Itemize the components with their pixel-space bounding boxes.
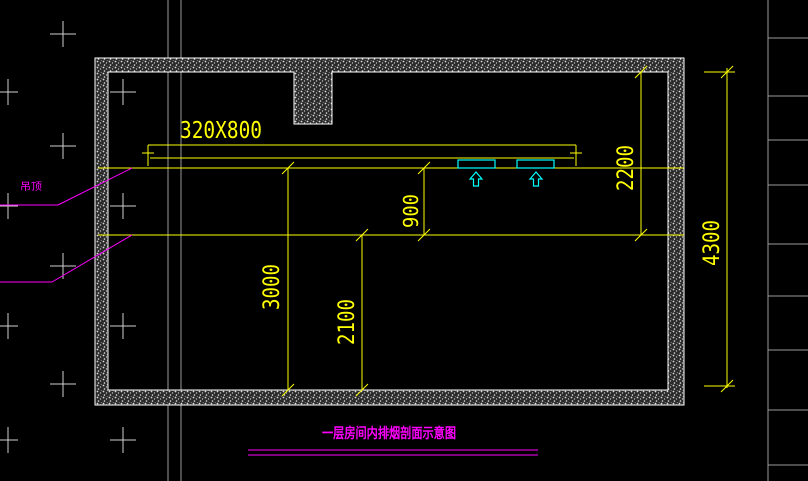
duct-size-label: 320X800 xyxy=(180,118,262,144)
crosshair-icon xyxy=(0,313,18,339)
dim-4300-label: 4300 xyxy=(700,220,725,266)
crosshair-icon xyxy=(50,253,76,279)
vent-outlet xyxy=(516,159,555,169)
crosshair-icon xyxy=(110,313,136,339)
dim-900-label: 900 xyxy=(399,194,423,228)
arrow-up-icon xyxy=(528,171,544,187)
dim-2200-label: 2200 xyxy=(614,145,639,191)
room-wall-section xyxy=(94,57,685,406)
crosshair-icon xyxy=(0,79,18,105)
crosshair-icon xyxy=(0,193,18,219)
crosshair-icon xyxy=(50,21,76,47)
crosshair-icon xyxy=(110,427,136,453)
dim-2100-label: 2100 xyxy=(335,299,360,345)
crosshair-markers xyxy=(0,21,136,453)
leader-lines xyxy=(0,167,133,283)
crosshair-icon xyxy=(50,371,76,397)
crosshair-icon xyxy=(110,79,136,105)
crosshair-icon xyxy=(0,427,18,453)
crosshair-icon xyxy=(50,133,76,159)
arrow-up-icon xyxy=(468,171,484,187)
crosshair-icon xyxy=(110,193,136,219)
vent-outlet xyxy=(457,159,496,169)
title-underline xyxy=(248,449,538,456)
smoke-vents xyxy=(457,159,555,187)
ceiling-label: 吊顶 xyxy=(20,181,42,193)
dimension-lines xyxy=(98,65,735,397)
drawing-title: 一层房间内排烟剖面示意图 xyxy=(322,425,456,442)
dim-3000-label: 3000 xyxy=(260,264,285,310)
